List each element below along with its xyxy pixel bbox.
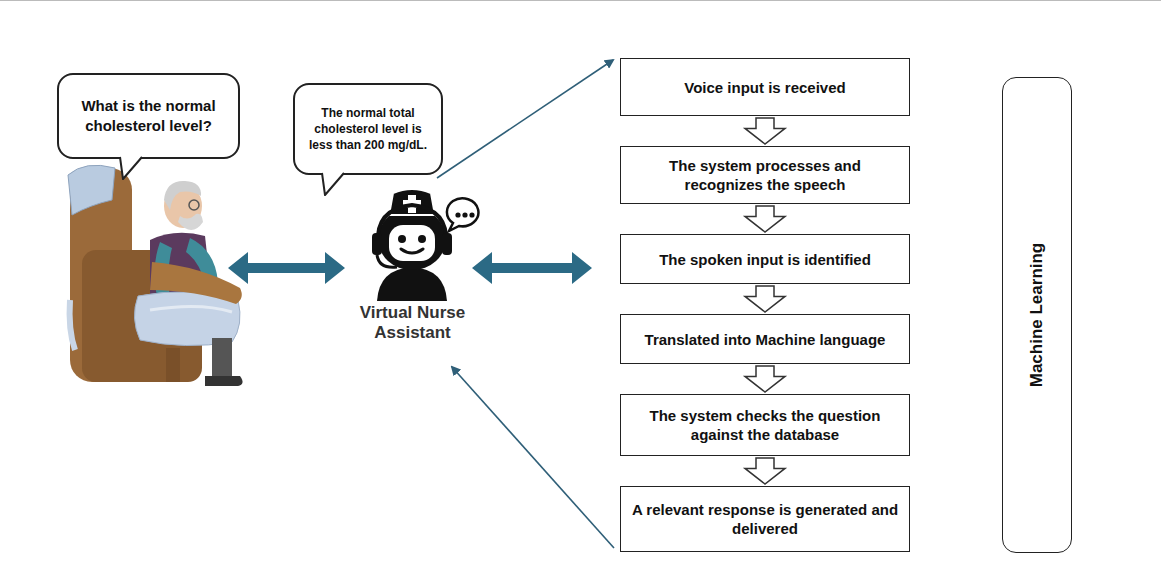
step-text: The system checks the question against t… — [631, 406, 899, 444]
nurse-robot-icon — [345, 185, 480, 301]
band-title: Machine Learning — [1027, 243, 1047, 388]
speech-bubble: The normal total cholesterol level is le… — [293, 83, 443, 175]
pointer-arrow — [437, 60, 613, 178]
flow-arrow — [745, 206, 785, 232]
node-text: What is the normal cholesterol level? — [69, 96, 228, 136]
assistant-icon: Virtual Nurse Assistant — [345, 185, 480, 365]
flow-arrow — [745, 458, 785, 484]
process-box: The spoken input is identified — [620, 234, 910, 284]
process-box: Translated into Machine language — [620, 314, 910, 364]
elderly-man-illustration — [68, 165, 243, 386]
pointer-arrow — [452, 367, 614, 548]
flow-arrow — [745, 366, 785, 392]
bubble-tail — [321, 173, 347, 197]
node-text: Virtual Nurse Assistant — [345, 303, 480, 343]
step-text: The system processes and recognizes the … — [631, 156, 899, 194]
flow-arrow — [745, 118, 785, 144]
flow-arrow — [745, 286, 785, 312]
process-box: The system processes and recognizes the … — [620, 146, 910, 204]
step-text: The spoken input is identified — [659, 250, 871, 269]
step-text: Translated into Machine language — [645, 330, 886, 349]
top-rule — [0, 0, 1161, 1]
process-box: The system checks the question against t… — [620, 394, 910, 456]
step-text: Voice input is received — [684, 78, 845, 97]
speech-bubble: What is the normal cholesterol level? — [57, 73, 240, 159]
process-box: A relevant response is generated and del… — [620, 486, 910, 552]
step-text: A relevant response is generated and del… — [631, 500, 899, 538]
bubble-tail — [119, 157, 145, 181]
group-band: Machine Learning — [1002, 77, 1072, 553]
process-box: Voice input is received — [620, 58, 910, 116]
node-text: The normal total cholesterol level is le… — [305, 105, 431, 153]
